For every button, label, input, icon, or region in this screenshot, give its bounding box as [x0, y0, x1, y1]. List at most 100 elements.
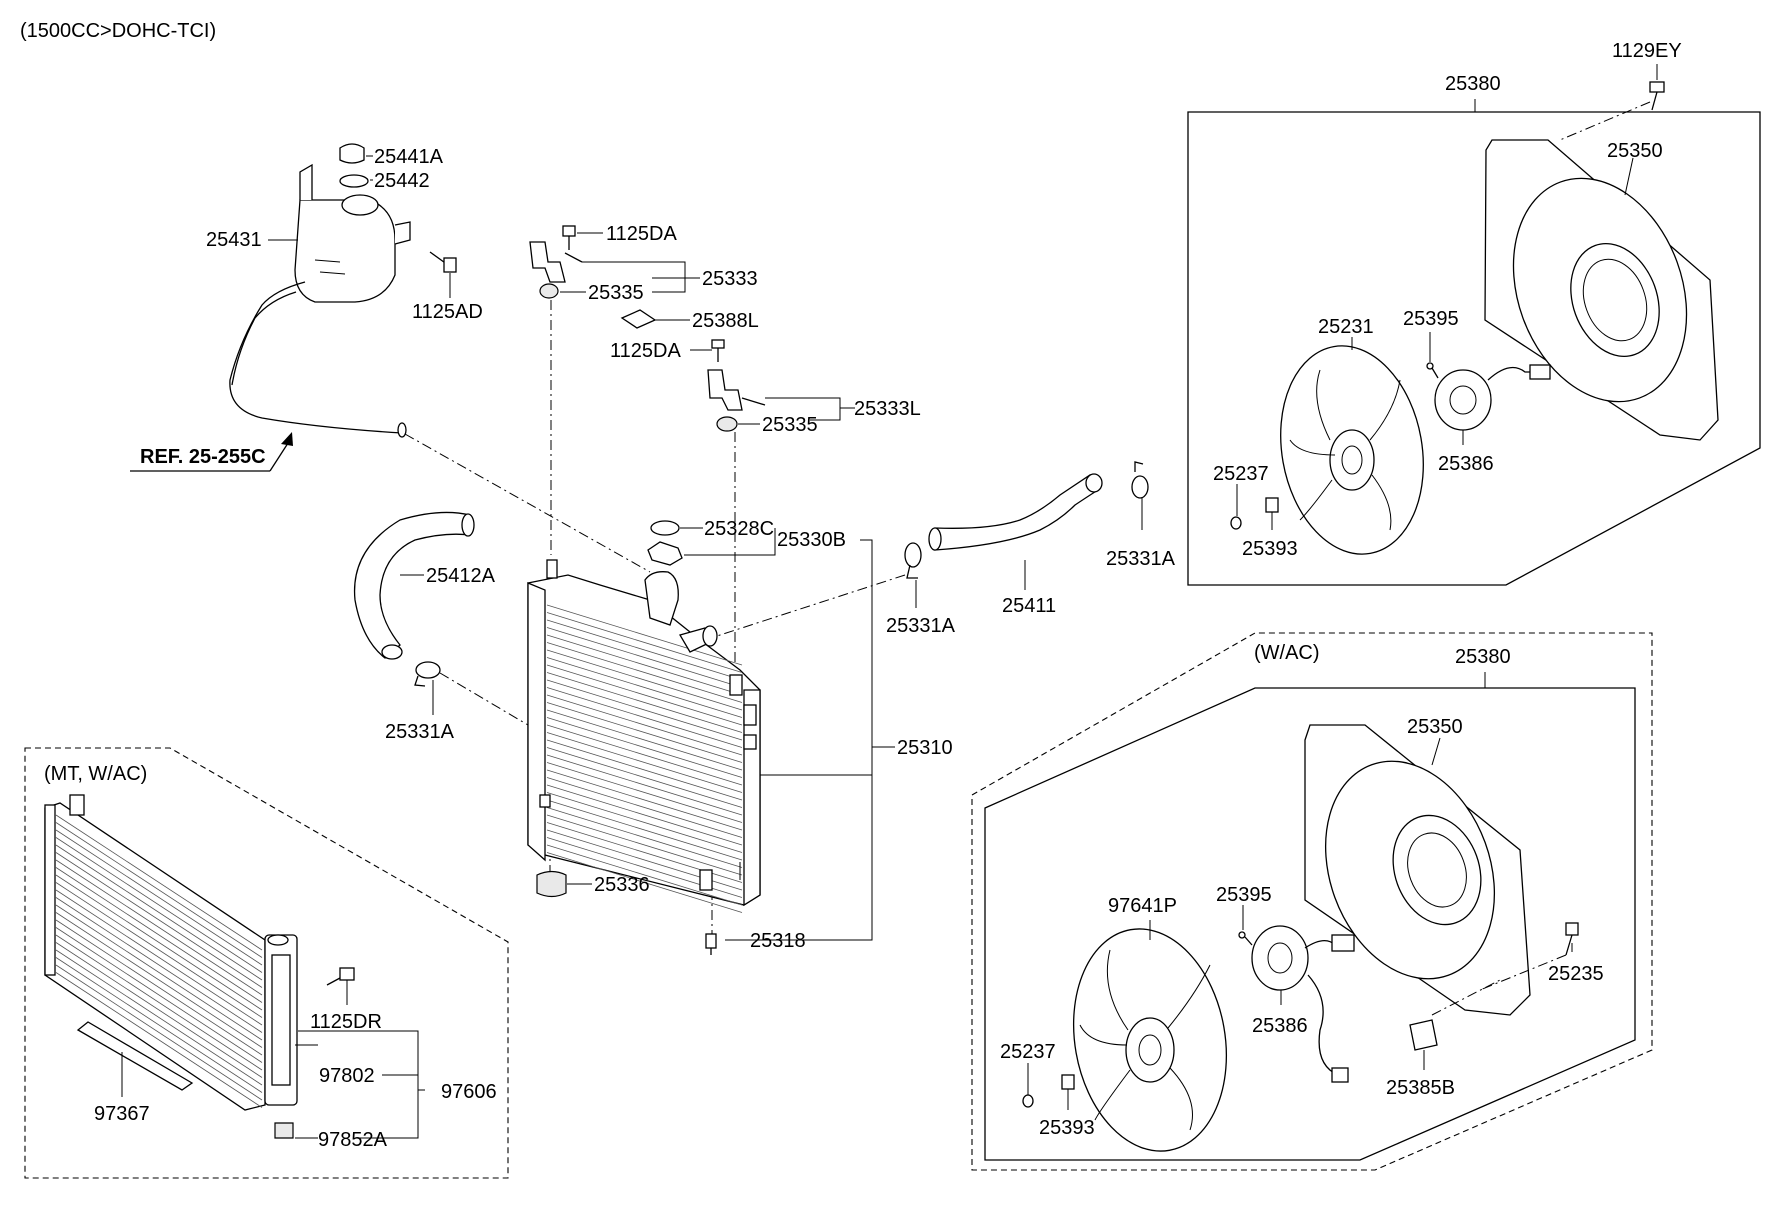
- reservoir-tank: [294, 163, 411, 303]
- label-25231: 25231: [1318, 316, 1374, 338]
- label-25310: 25310: [897, 737, 953, 759]
- condenser-fin: [55, 934, 263, 1071]
- radiator-fin: [546, 634, 743, 696]
- cap-seal-25328C: [650, 520, 680, 536]
- bolt-25235: [1565, 922, 1579, 956]
- label-97802: 97802: [319, 1065, 375, 1087]
- radiator-fin: [546, 679, 743, 741]
- label-1125DA-upper: 1125DA: [606, 223, 677, 245]
- wac-dashed-box: [971, 632, 1653, 1171]
- screw-25395-lower: [1238, 931, 1253, 946]
- label-25336: 25336: [594, 874, 650, 896]
- label-25328C: 25328C: [704, 518, 774, 540]
- upper-bracket: [529, 241, 583, 283]
- radiator-fin: [546, 717, 743, 778]
- condenser-fin: [55, 889, 263, 1026]
- screw-25395-upper: [1426, 362, 1439, 379]
- label-25411: 25411: [1002, 595, 1056, 617]
- label-25330B: 25330B: [777, 529, 846, 551]
- radiator-fin: [546, 702, 743, 763]
- bracket-bushing-upper: [539, 283, 559, 299]
- label-25431: 25431: [206, 229, 262, 251]
- fan-blade-97641P: [1072, 928, 1228, 1152]
- radiator-fin: [546, 627, 743, 688]
- ref-arrow-icon: [281, 432, 293, 446]
- ref-label: REF. 25-255C: [140, 446, 266, 468]
- reservoir-bolt: [429, 251, 457, 273]
- radiator-fin: [546, 604, 743, 666]
- radiator-fin: [546, 777, 743, 838]
- bottom-bushing-25336: [536, 870, 567, 898]
- bracket-bolt-1125DA-lower: [711, 339, 725, 362]
- condenser-fin: [55, 957, 263, 1093]
- condenser-fin: [55, 949, 263, 1086]
- label-25393-lower: 25393: [1039, 1117, 1095, 1139]
- label-25388L: 25388L: [692, 310, 759, 332]
- condenser-fin: [55, 852, 263, 988]
- hose-clamp-middle: [904, 542, 922, 579]
- radiator-fin: [546, 619, 743, 681]
- label-1125DA-lower: 1125DA: [610, 340, 681, 362]
- condenser-fin: [55, 882, 263, 1018]
- condenser-fin: [55, 942, 263, 1078]
- condenser-fin: [55, 867, 263, 1003]
- label-25385B: 25385B: [1386, 1077, 1455, 1099]
- fan-shroud-lower: [1304, 724, 1531, 1016]
- condenser-fin: [55, 829, 263, 966]
- bolt-1125DR: [326, 967, 355, 986]
- label-25333L: 25333L: [854, 398, 921, 420]
- condenser-core: [44, 794, 266, 1111]
- fan-group-box-upper: [1187, 111, 1761, 586]
- label-25237-upper: 25237: [1213, 463, 1269, 485]
- label-25237-lower: 25237: [1000, 1041, 1056, 1063]
- condenser-pad-97367: [76, 1021, 194, 1091]
- label-25331A-left: 25331A: [385, 721, 455, 743]
- radiator-fin: [546, 739, 743, 801]
- label-97852A: 97852A: [318, 1129, 388, 1151]
- radiator-fin: [546, 664, 743, 726]
- bolt-1129EY: [1649, 81, 1665, 111]
- label-25350-lower: 25350: [1407, 716, 1463, 738]
- radiator-fin: [546, 657, 743, 718]
- radiator-fin: [546, 844, 743, 906]
- reservoir-cap: [339, 143, 365, 164]
- label-25393-upper: 25393: [1242, 538, 1298, 560]
- bracket-bushing-lower: [716, 416, 738, 432]
- overflow-hose: [229, 281, 403, 434]
- mt-wac-dashed-box: [24, 747, 509, 1179]
- condenser-fin: [55, 837, 263, 973]
- label-25235: 25235: [1548, 963, 1604, 985]
- nut-25237-lower: [1022, 1094, 1034, 1108]
- label-25350-upper: 25350: [1607, 140, 1663, 162]
- label-25331A-right: 25331A: [1106, 548, 1176, 570]
- condenser-fin: [55, 897, 263, 1033]
- condenser-fin: [55, 927, 263, 1063]
- label-25380-lower: 25380: [1455, 646, 1511, 668]
- label-25441A: 25441A: [374, 146, 444, 168]
- lower-hose-25412A: [353, 511, 471, 659]
- label-25318: 25318: [750, 930, 806, 952]
- label-25380-upper: 25380: [1445, 73, 1501, 95]
- label-25335-upper: 25335: [588, 282, 644, 304]
- bracket-bolt-1125DA-upper: [562, 225, 576, 250]
- radiator-fin: [546, 672, 743, 733]
- radiator-fin: [546, 807, 743, 868]
- label-25395-lower: 25395: [1216, 884, 1272, 906]
- drier-cap-97852A: [274, 1122, 294, 1139]
- radiator-fin: [546, 799, 743, 861]
- cap-seal-ring: [339, 174, 369, 188]
- lower-bracket: [707, 369, 766, 411]
- label-25412A: 25412A: [426, 565, 496, 587]
- hose-clamp-right: [1131, 461, 1149, 499]
- condenser-fin: [55, 919, 263, 1056]
- clip-25393-upper: [1265, 497, 1279, 513]
- radiator-fin: [546, 709, 743, 771]
- label-1125AD: 1125AD: [412, 301, 483, 323]
- radiator-fin: [546, 762, 743, 823]
- label-97606: 97606: [441, 1081, 497, 1103]
- label-25386-upper: 25386: [1438, 453, 1494, 475]
- condenser-fin: [55, 964, 263, 1101]
- radiator-fin: [546, 814, 743, 876]
